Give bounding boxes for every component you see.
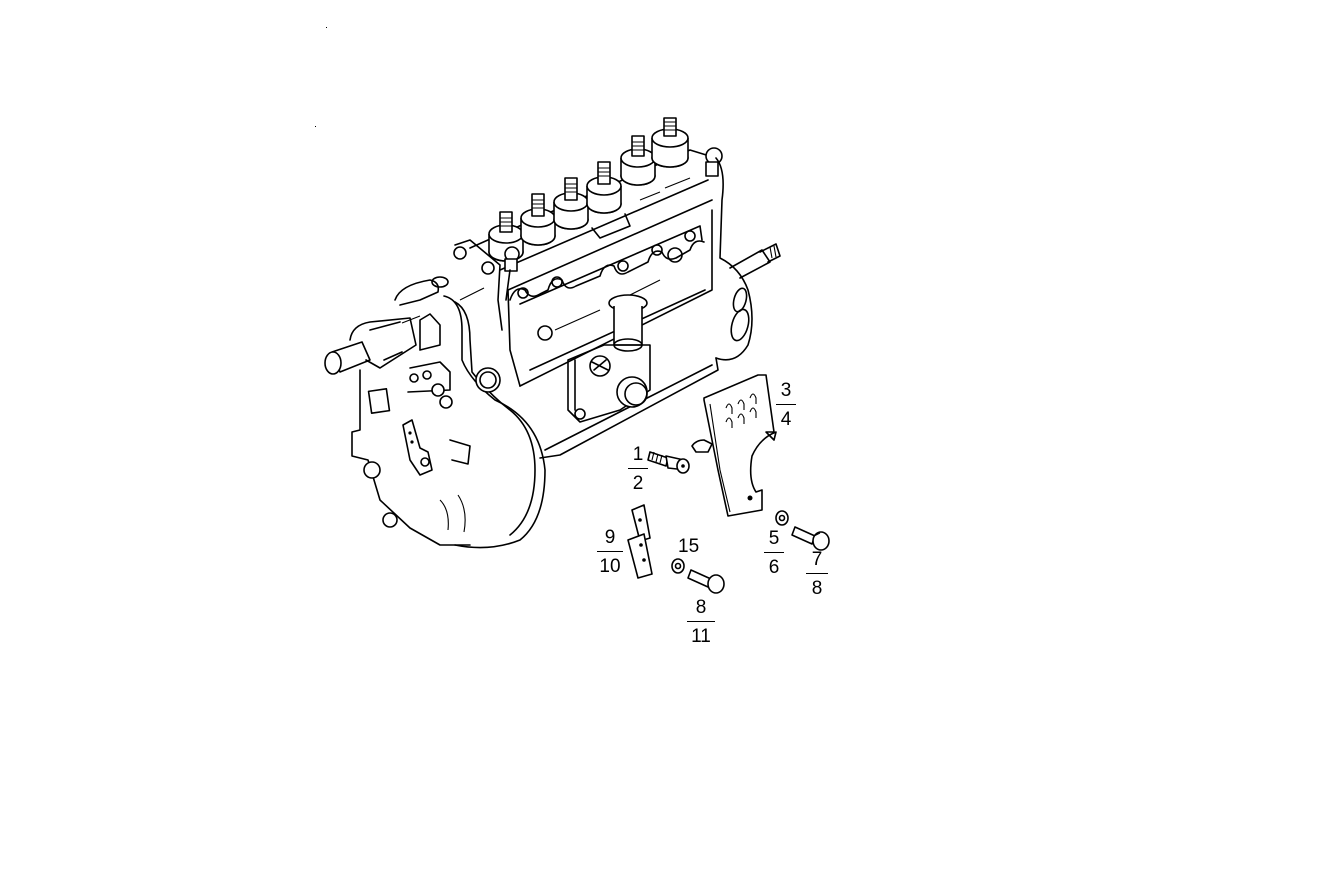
hand-primer-pump [568, 295, 650, 422]
callout-divider [628, 468, 648, 469]
callout-bottom: 8 [811, 578, 823, 599]
part-15-washer [672, 559, 684, 573]
callout-divider [597, 551, 623, 552]
callout-3-4: 3 4 [776, 380, 796, 430]
callout-8-11: 8 11 [687, 597, 715, 647]
part-1-2-stud-bolt [648, 452, 689, 473]
callout-divider [776, 404, 796, 405]
part-5-6-washer [776, 511, 788, 525]
valve-holder-6 [652, 118, 688, 167]
scan-speck [326, 27, 327, 28]
callout-top: 8 [695, 597, 707, 618]
governor-housing [325, 240, 545, 548]
part-3-4-mounting-bracket [692, 375, 776, 516]
valve-holder-4 [587, 162, 621, 213]
part-7-8-cap-screw [792, 527, 829, 550]
callout-top: 1 [632, 444, 644, 465]
part-8-11-cap-screw [688, 570, 724, 593]
callout-top: 9 [604, 527, 616, 548]
callout-bottom: 2 [632, 473, 644, 494]
callout-5-6: 5 6 [764, 528, 784, 578]
part-9-10-strap-bracket [628, 505, 652, 578]
callout-divider [806, 573, 828, 574]
callout-bottom: 4 [780, 409, 792, 430]
callout-divider [687, 621, 715, 622]
valve-holder-3 [554, 178, 588, 229]
callout-top: 5 [768, 528, 780, 549]
callout-top: 7 [811, 549, 823, 570]
valve-holder-5 [621, 136, 655, 185]
scan-speck [315, 126, 316, 127]
callout-15: 15 [678, 536, 700, 557]
callout-7-8: 7 8 [806, 549, 828, 599]
callout-top: 3 [780, 380, 792, 401]
callout-divider [764, 552, 784, 553]
callout-bottom: 10 [599, 556, 621, 577]
delivery-valve-holders [489, 118, 722, 271]
callout-9-10: 9 10 [597, 527, 623, 577]
callout-bottom: 6 [768, 557, 780, 578]
callout-1-2: 1 2 [628, 444, 648, 494]
callout-bottom: 11 [691, 626, 711, 647]
